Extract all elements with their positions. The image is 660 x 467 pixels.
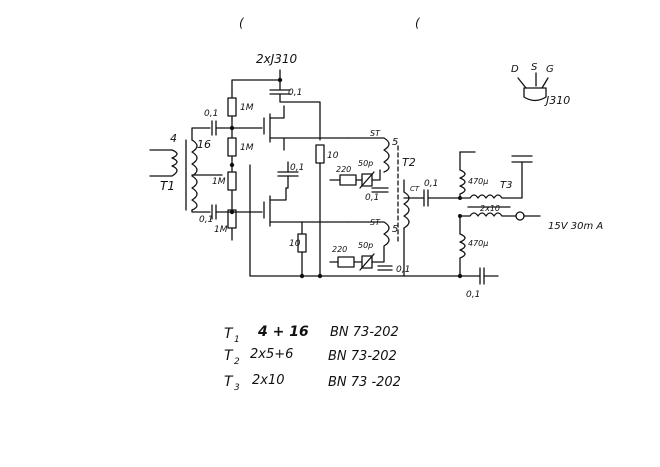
- choke-470-lower: [459, 215, 466, 277]
- legend-t-letter: T: [224, 326, 234, 342]
- input-transformer-t1: 4 16 T1: [149, 127, 223, 213]
- source-resistors: 10 10: [289, 144, 339, 277]
- legend-winding: 2x10: [252, 373, 285, 388]
- r220-lower-value: 220: [332, 245, 347, 254]
- cap-01-lower-value: 0,1: [396, 265, 410, 275]
- cap-01-upper-value: 0,1: [365, 193, 379, 203]
- legend-t-sub: 3: [234, 383, 240, 393]
- t1-label: T1: [160, 179, 175, 193]
- j310-pinout: D S G J310: [511, 62, 570, 107]
- t1-primary-coil: [171, 149, 178, 177]
- output-network: 0,1 470μ 2x10 T3 15V 30m A 470μ: [403, 151, 603, 277]
- resistor-r1: [227, 97, 237, 117]
- legend-core: BN 73-202: [328, 349, 397, 364]
- snubber-lower: 220 50p 0,1: [329, 241, 410, 275]
- pin-d-label: D: [511, 64, 519, 75]
- junction-dot: [317, 273, 323, 279]
- output-terminal: [515, 211, 525, 221]
- resistor-220-upper: [339, 174, 357, 186]
- choke-lower-value: 470μ: [468, 239, 488, 248]
- c50p-upper-value: 50p: [358, 159, 373, 168]
- resistor-r3: [227, 171, 237, 191]
- legend-row-t2: T 2 2x5+6 BN 73-202: [224, 347, 397, 367]
- legend-t-letter: T: [224, 374, 234, 390]
- t3-winding-upper: [459, 169, 523, 199]
- legend-t-sub: 2: [234, 357, 240, 367]
- pin-s-label: S: [531, 62, 538, 73]
- r220-upper-value: 220: [336, 165, 351, 174]
- input-cap-upper: 0,1: [204, 109, 233, 136]
- resistor-220-lower: [337, 256, 355, 268]
- legend-winding: 4 + 16: [257, 324, 309, 340]
- choke-upper-value: 470μ: [468, 177, 488, 186]
- t1-out-wires: [191, 127, 211, 213]
- j310-part-label: J310: [544, 94, 570, 107]
- legend-core: BN 73-202: [330, 325, 399, 340]
- legend-t-letter: T: [224, 348, 234, 364]
- resistor-src1: [315, 144, 325, 164]
- t2-label: T2: [402, 156, 416, 169]
- r4-value: 1M: [214, 225, 228, 235]
- r-src2-value: 10: [289, 239, 301, 249]
- c50p-lower-value: 50p: [358, 241, 373, 250]
- cap-upper-value: 0,1: [204, 109, 218, 119]
- resistor-r2: [227, 137, 237, 157]
- fet-type-label: 2xJ310: [256, 52, 298, 66]
- t1-turns-primary: 4: [170, 132, 177, 145]
- cap-top-value: 0,1: [288, 88, 302, 98]
- legend-row-t1: T 1 4 + 16 BN 73-202: [224, 324, 399, 345]
- junction-dot: [277, 77, 283, 83]
- cap-lower-value: 0,1: [199, 215, 213, 225]
- junction-dot: [458, 196, 462, 200]
- bottom-cap: 0,1: [466, 267, 499, 300]
- output-transformer-t2: ST 5 ST 5 T2 CT: [347, 129, 420, 277]
- stray-mark-2: (: [415, 16, 421, 30]
- fet-q2-lower: 0,1: [231, 161, 349, 227]
- r2-value: 1M: [240, 143, 254, 153]
- turns-5-upper: 5: [392, 137, 398, 148]
- supply-label: 15V 30m A: [548, 221, 603, 232]
- t2-primary-lower: [347, 221, 390, 251]
- cap-gate2-value: 0,1: [290, 163, 304, 173]
- transistor-body-icon: [523, 87, 547, 102]
- r-src1-value: 10: [327, 151, 339, 161]
- legend-t-sub: 1: [234, 335, 240, 345]
- t3-label: T3: [500, 180, 512, 191]
- junction-dot: [458, 214, 462, 218]
- stray-mark-1: (: [239, 16, 245, 30]
- t3-winding-lower: [459, 212, 517, 217]
- legend-winding: 2x5+6: [250, 347, 293, 362]
- input-cap-lower: 0,1: [199, 204, 233, 225]
- t1-secondary-coil: [191, 139, 198, 211]
- legend-core: BN 73 -202: [328, 375, 401, 390]
- top-rail: 0,1: [231, 69, 321, 141]
- t1-input-leads: [149, 149, 173, 177]
- st-upper: ST: [370, 129, 381, 138]
- t1-turns-secondary: 16: [197, 138, 211, 151]
- t3-winding-label: 2x10: [480, 204, 500, 213]
- t2-primary-upper: [347, 137, 390, 173]
- legend-row-t3: T 3 2x10 BN 73 -202: [224, 373, 401, 393]
- pin-leads: [517, 72, 549, 89]
- junction-dot: [299, 273, 305, 279]
- choke-470-upper: [459, 151, 466, 199]
- r1-value: 1M: [240, 103, 254, 113]
- junction-dot: [229, 162, 235, 168]
- ct-label: CT: [410, 185, 420, 193]
- pin-g-label: G: [546, 64, 554, 75]
- cap-out-value: 0,1: [466, 290, 480, 300]
- r3-value: 1M: [212, 177, 226, 187]
- ground-rail: [249, 164, 481, 277]
- fet-q1-upper: [231, 105, 349, 151]
- turns-5-lower: 5: [392, 224, 398, 235]
- bias-resistor-ladder: 1M 1M 1M 1M: [212, 89, 254, 241]
- cap-ct-value: 0,1: [424, 179, 438, 189]
- snubber-upper: 220 50p 0,1: [329, 159, 389, 203]
